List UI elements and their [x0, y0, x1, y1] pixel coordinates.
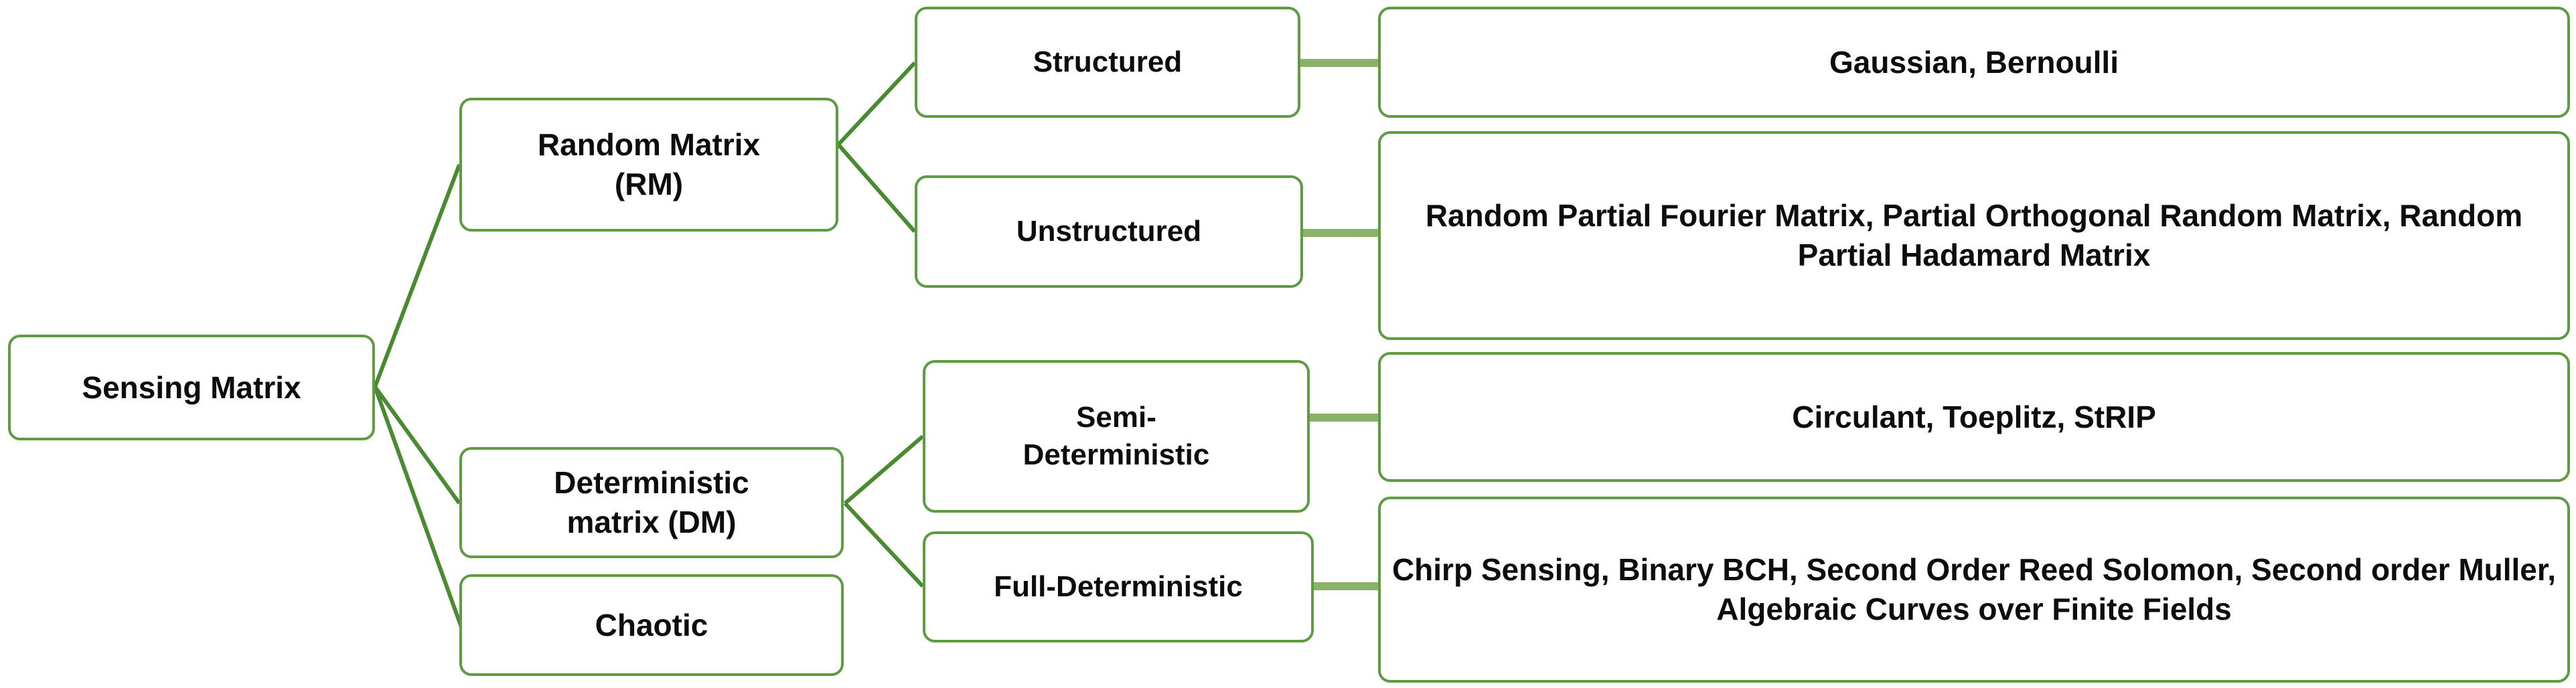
- node-random-matrix[interactable]: Random Matrix (RM): [459, 98, 838, 232]
- edge-root-to-deterministic-matrix: [373, 385, 461, 505]
- node-full-deterministic-examples[interactable]: Chirp Sensing, Binary BCH, Second Order …: [1378, 497, 2570, 683]
- node-unstructured-examples-label: Random Partial Fourier Matrix, Partial O…: [1425, 198, 2523, 272]
- node-sensing-matrix[interactable]: Sensing Matrix: [8, 335, 375, 440]
- edge-random-matrix-to-structured: [836, 61, 917, 147]
- edge-deterministic-matrix-to-semi: [844, 434, 924, 505]
- node-random-matrix-label: Random Matrix (RM): [537, 127, 761, 201]
- node-full-deterministic-label: Full-Deterministic: [994, 570, 1243, 603]
- node-semi-deterministic-examples-label: Circulant, Toeplitz, StRIP: [1792, 399, 2156, 434]
- node-chaotic[interactable]: Chaotic: [459, 574, 844, 676]
- edge-root-to-random-matrix: [373, 163, 461, 388]
- node-unstructured-label: Unstructured: [1016, 214, 1202, 248]
- node-semi-deterministic[interactable]: Semi- Deterministic: [923, 360, 1310, 513]
- node-deterministic-matrix[interactable]: Deterministic matrix (DM): [459, 447, 844, 558]
- node-sensing-matrix-label: Sensing Matrix: [82, 369, 301, 405]
- node-structured[interactable]: Structured: [915, 7, 1300, 118]
- node-full-deterministic[interactable]: Full-Deterministic: [923, 531, 1314, 642]
- node-chaotic-label: Chaotic: [595, 607, 708, 642]
- edge-random-matrix-to-unstructured: [836, 143, 917, 233]
- node-deterministic-matrix-label: Deterministic matrix (DM): [554, 465, 749, 539]
- node-full-deterministic-examples-label: Chirp Sensing, Binary BCH, Second Order …: [1391, 552, 2557, 626]
- node-unstructured[interactable]: Unstructured: [915, 175, 1303, 288]
- node-unstructured-examples[interactable]: Random Partial Fourier Matrix, Partial O…: [1378, 131, 2570, 340]
- node-structured-examples[interactable]: Gaussian, Bernoulli: [1378, 7, 2570, 118]
- node-semi-deterministic-label: Semi- Deterministic: [1022, 400, 1210, 471]
- edge-root-to-chaotic: [373, 385, 464, 630]
- edge-deterministic-matrix-to-full: [843, 501, 925, 588]
- node-structured-label: Structured: [1033, 45, 1183, 78]
- node-semi-deterministic-examples[interactable]: Circulant, Toeplitz, StRIP: [1378, 352, 2570, 482]
- node-structured-examples-label: Gaussian, Bernoulli: [1829, 44, 2119, 80]
